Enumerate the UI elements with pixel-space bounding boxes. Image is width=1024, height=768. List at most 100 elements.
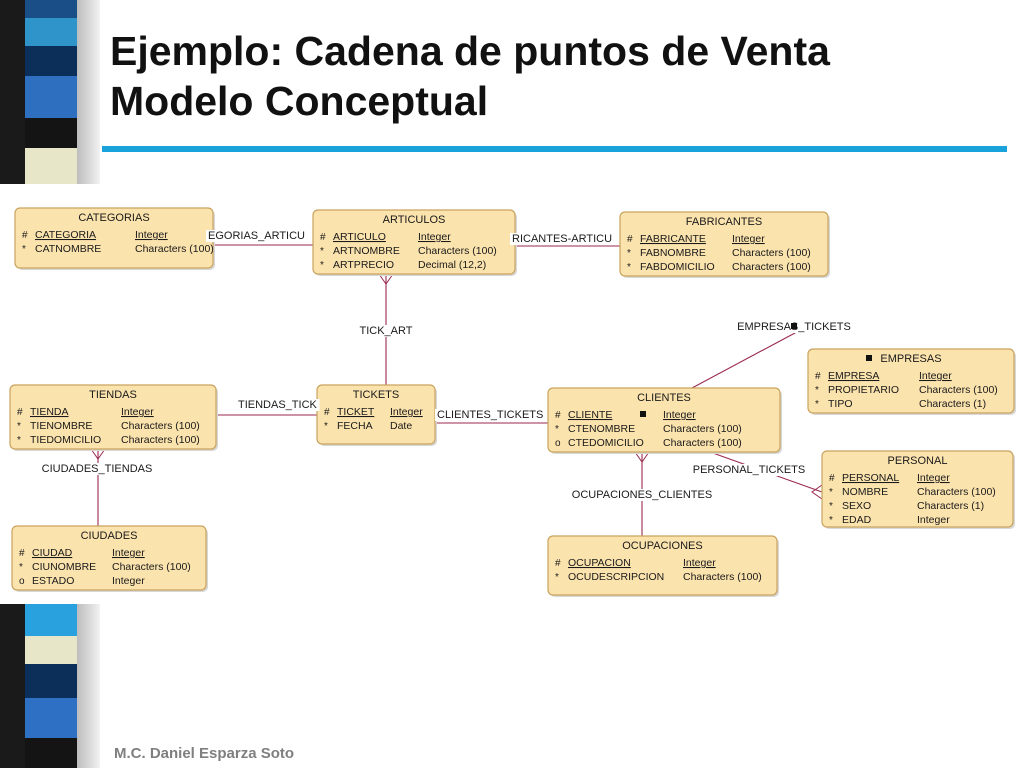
attribute-type: Characters (100) — [663, 423, 742, 435]
attribute-name: ARTICULO — [333, 231, 386, 243]
relationship-label-bg — [435, 409, 546, 421]
relationship-label-bg — [39, 463, 155, 475]
attribute-name: SEXO — [842, 500, 871, 512]
attribute-name: CTENOMBRE — [568, 423, 635, 435]
attribute-marker: * — [19, 562, 23, 573]
entity-box — [619, 211, 829, 277]
relationship-label: EGORIAS_ARTICU — [208, 230, 305, 242]
slide-footer: M.C. Daniel Esparza Soto — [114, 745, 295, 762]
title-line-2: Modelo Conceptual — [110, 78, 489, 124]
attribute-name: PERSONAL — [842, 472, 899, 484]
attribute-marker: * — [829, 515, 833, 526]
attribute-type: Characters (100) — [919, 384, 998, 396]
attribute-name: FECHA — [337, 420, 373, 432]
attribute-marker: * — [627, 248, 631, 259]
attribute-type: Characters (1) — [919, 398, 986, 410]
entity-box — [821, 450, 1014, 528]
relationship-label-bg — [569, 489, 715, 501]
relationship-ciu-tie[interactable] — [90, 448, 106, 526]
attribute-name: CIUNOMBRE — [32, 561, 96, 573]
entity-title: TICKETS — [353, 389, 399, 401]
relationship-label: CIUDADES_TIENDAS — [42, 463, 153, 475]
relationship-line — [691, 325, 809, 389]
attribute-type: Characters (100) — [121, 420, 200, 432]
attribute-marker: # — [815, 371, 821, 382]
entity-tiendas[interactable]: TIENDAS # TIENDA Integer * TIENOMBRE Character… — [9, 384, 218, 451]
attribute-marker: * — [17, 421, 21, 432]
attribute-type: Integer — [917, 514, 950, 526]
attribute-name: TIENDA — [30, 406, 69, 418]
attribute-type: Integer — [917, 472, 950, 484]
entity-box — [807, 348, 1015, 414]
attribute-type: Integer — [663, 409, 696, 421]
attribute-type: Integer — [121, 406, 154, 418]
attribute-marker: # — [829, 473, 835, 484]
relationship-label: TIENDAS_TICK — [238, 399, 318, 411]
entity-title: CATEGORIAS — [78, 212, 149, 224]
crows-foot — [378, 273, 394, 285]
attribute-marker: # — [17, 407, 23, 418]
attribute-type: Integer — [390, 406, 423, 418]
attribute-name: FABNOMBRE — [640, 247, 706, 259]
relationship-label: TICK_ART — [360, 325, 413, 337]
relationship-label-bg — [206, 230, 308, 242]
attribute-type: Characters (100) — [135, 243, 214, 255]
relationship-label-bg — [236, 399, 320, 411]
attribute-type: Integer — [112, 575, 145, 587]
attribute-marker: # — [19, 548, 25, 559]
entity-title: FABRICANTES — [686, 216, 762, 228]
attribute-type: Integer — [732, 233, 765, 245]
attribute-marker: * — [320, 246, 324, 257]
attribute-name: EDAD — [842, 514, 872, 526]
attribute-type: Characters (100) — [732, 261, 811, 273]
attribute-name: PROPIETARIO — [828, 384, 899, 396]
attribute-name: OCUDESCRIPCION — [568, 571, 664, 583]
attribute-marker: * — [320, 260, 324, 271]
attribute-marker: o — [19, 576, 25, 587]
selection-handle-icon — [640, 411, 646, 417]
crows-foot — [90, 448, 106, 460]
attribute-marker: * — [555, 424, 559, 435]
attribute-name: TIPO — [828, 398, 853, 410]
attribute-name: CIUDAD — [32, 547, 73, 559]
crows-foot — [634, 451, 650, 463]
entity-title: CLIENTES — [637, 392, 691, 404]
selection-handle-icon — [791, 323, 797, 329]
attribute-marker: * — [555, 572, 559, 583]
attribute-type: Characters (100) — [917, 486, 996, 498]
selection-handle-icon — [866, 355, 872, 361]
entity-title: TIENDAS — [89, 389, 137, 401]
attribute-marker: # — [324, 407, 330, 418]
attribute-type: Characters (100) — [663, 437, 742, 449]
attribute-name: ARTPRECIO — [333, 259, 394, 271]
title-line-1: Ejemplo: Cadena de puntos de Venta — [110, 28, 830, 74]
attribute-type: Integer — [919, 370, 952, 382]
slide-title: Ejemplo: Cadena de puntos de Venta Model… — [110, 26, 1010, 126]
relationship-label: PERSONAL_TICKETS — [693, 464, 805, 476]
attribute-name: TIEDOMICILIO — [30, 434, 101, 446]
crows-foot — [811, 484, 823, 500]
attribute-name: TIENOMBRE — [30, 420, 92, 432]
entity-title: EMPRESAS — [880, 353, 941, 365]
attribute-name: TICKET — [337, 406, 375, 418]
attribute-marker: # — [555, 410, 561, 421]
attribute-marker: # — [22, 230, 28, 241]
attribute-type: Decimal (12,2) — [418, 259, 486, 271]
attribute-name: CTEDOMICILIO — [568, 437, 644, 449]
attribute-marker: # — [320, 232, 326, 243]
relationship-emp-tick[interactable] — [691, 325, 809, 389]
attribute-marker: * — [22, 244, 26, 255]
title-underline — [102, 146, 1007, 152]
entity-box — [11, 525, 207, 591]
